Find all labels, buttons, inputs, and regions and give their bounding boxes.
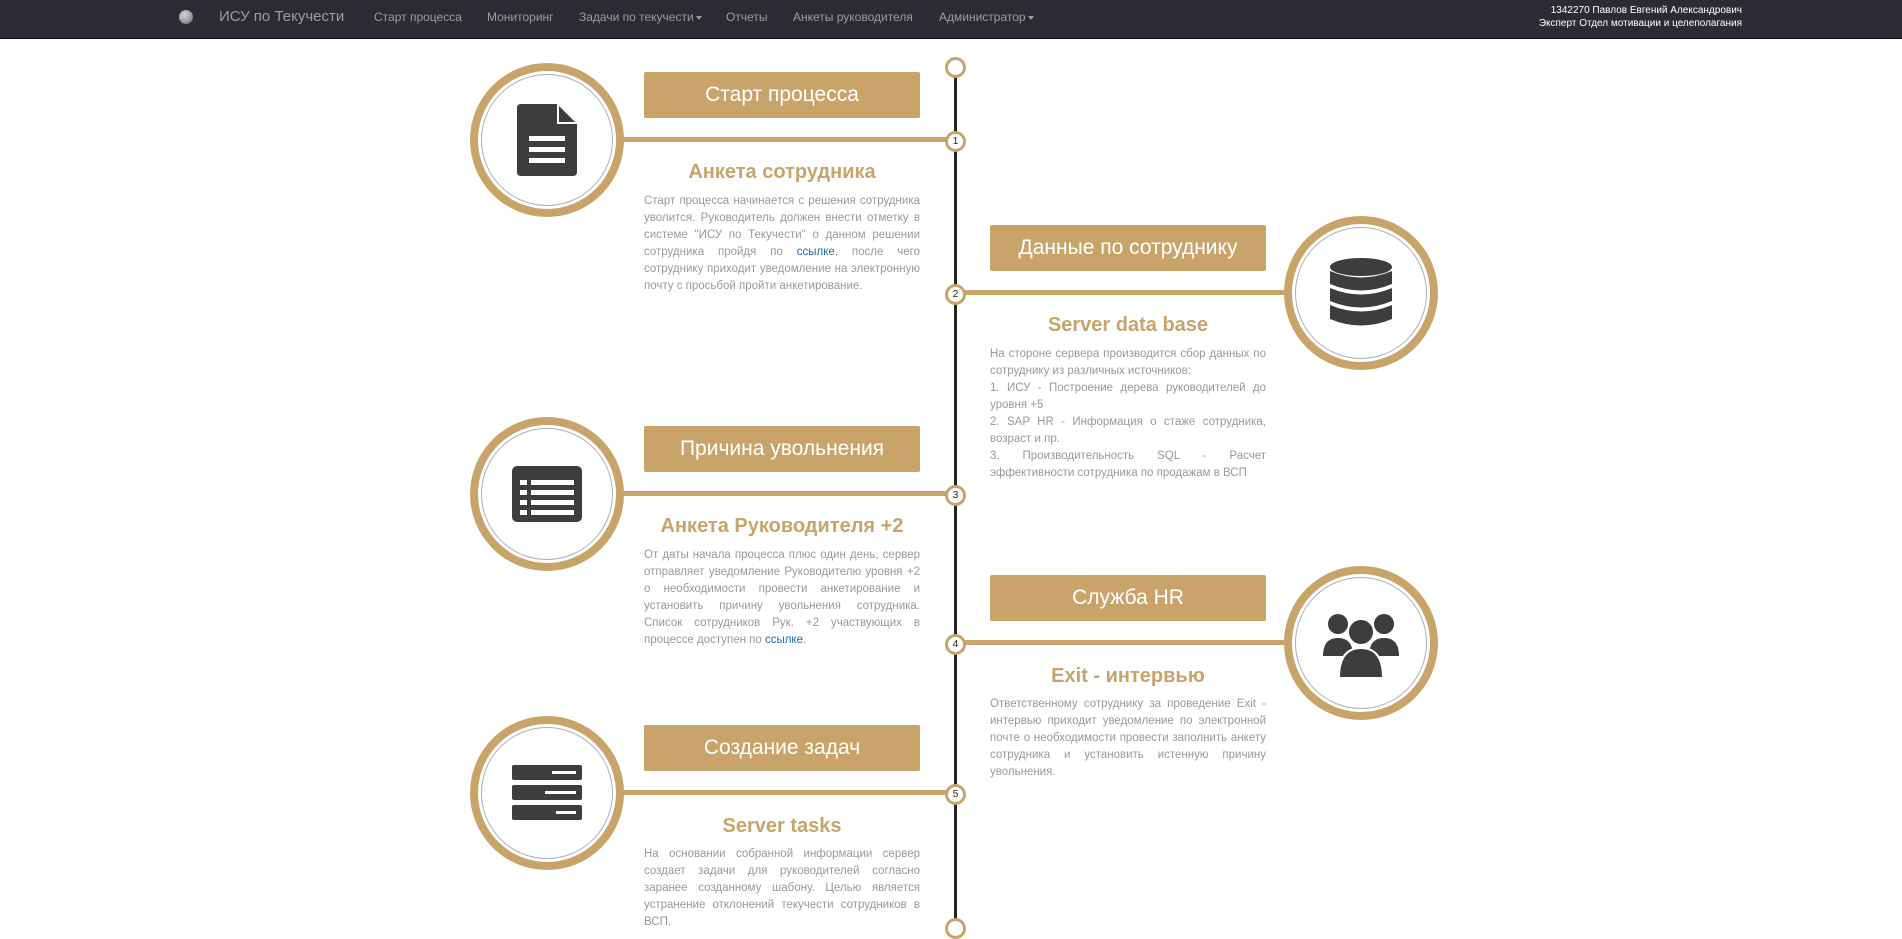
step-3-description: От даты начала процесса плюс один день, … (644, 547, 920, 649)
timeline-end-node (945, 918, 966, 939)
desc-line: 3. Производительность SQL - Расчет эффек… (990, 450, 1266, 479)
step-2-description: На стороне сервера производится сбор дан… (990, 346, 1266, 482)
step-3-node: 3 (945, 485, 966, 506)
nav-turnover-tasks[interactable]: Задачи по текучести (579, 0, 702, 34)
document-icon (517, 104, 577, 176)
step-4-connector (955, 640, 1285, 645)
step-3-connector (618, 491, 950, 496)
step-1-title: Анкета сотрудника (688, 161, 876, 183)
step-4-header[interactable]: Служба HR (990, 575, 1266, 621)
database-icon (1330, 258, 1392, 326)
nav-label: Анкеты руководителя (793, 10, 913, 24)
logo-icon[interactable] (179, 10, 193, 24)
step-5-icon-circle (470, 716, 624, 870)
step-2-icon-circle (1284, 216, 1438, 370)
desc-line: 1. ИСУ - Построение дерева руководителей… (990, 382, 1266, 411)
step-5-title: Server tasks (722, 815, 842, 837)
user-info[interactable]: 1342270 Павлов Евгений Александрович Экс… (1539, 4, 1742, 30)
step-1-description: Старт процесса начинается с решения сотр… (644, 193, 920, 295)
nav-label: Отчеты (726, 10, 768, 24)
step-4-description: Ответственному сотруднику за проведение … (990, 698, 1266, 778)
step-5-header[interactable]: Создание задач (644, 725, 920, 771)
step-4-node: 4 (945, 634, 966, 655)
step-4-title: Exit - интервью (1051, 665, 1205, 687)
step-4-icon-circle (1284, 566, 1438, 720)
step-1-icon-circle (470, 63, 624, 217)
desc-text: Старт процесса начинается с решения сотр… (644, 195, 920, 258)
nav-label: Задачи по текучести (579, 10, 694, 24)
survey-link[interactable]: ссылке (796, 246, 835, 258)
step-3-header[interactable]: Причина увольнения (644, 426, 920, 472)
step-2-node: 2 (945, 284, 966, 305)
step-1-header[interactable]: Старт процесса (644, 72, 920, 118)
timeline-start-node (945, 57, 966, 78)
nav-label: Администратор (939, 10, 1026, 24)
user-position: Эксперт Отдел мотивации и целеполагания (1538, 18, 1742, 29)
step-2-title: Server data base (1047, 314, 1209, 336)
nav-label: Мониторинг (487, 10, 554, 24)
step-1-connector (618, 137, 950, 142)
user-name: 1342270 Павлов Евгений Александрович (1550, 5, 1742, 16)
top-navbar: ИСУ по Текучести Старт процесса Монитори… (0, 0, 1902, 39)
nav-administrator[interactable]: Администратор (939, 0, 1034, 34)
users-icon (1323, 614, 1399, 678)
step-5-description: На основании собранной информации сервер… (644, 848, 920, 928)
step-1-node: 1 (945, 131, 966, 152)
nav-start-process[interactable]: Старт процесса (374, 0, 462, 34)
step-2-header[interactable]: Данные по сотруднику (990, 225, 1266, 271)
step-5-node: 5 (945, 784, 966, 805)
desc-line: 2. SAP HR - Информация о стаже сотрудник… (990, 416, 1266, 445)
caret-down-icon (1027, 15, 1034, 20)
step-3-title: Анкета Руководителя +2 (660, 515, 904, 537)
nav-reports[interactable]: Отчеты (726, 0, 767, 34)
server-icon (512, 765, 582, 820)
nav-manager-surveys[interactable]: Анкеты руководителя (793, 0, 913, 34)
participants-link[interactable]: ссылке (764, 634, 803, 646)
step-2-connector (955, 290, 1285, 295)
desc-text: От даты начала процесса плюс один день, … (644, 549, 920, 646)
step-5-connector (618, 790, 950, 795)
nav-label: Старт процесса (374, 10, 462, 24)
nav-monitoring[interactable]: Мониторинг (487, 0, 554, 34)
step-3-icon-circle (470, 417, 624, 571)
list-icon (512, 466, 582, 522)
brand-title[interactable]: ИСУ по Текучести (219, 8, 345, 25)
desc-line: На стороне сервера производится сбор дан… (990, 348, 1266, 377)
desc-text: , после чего сотруднику приходит уведомл… (644, 246, 920, 292)
caret-down-icon (695, 15, 702, 20)
desc-text: . (803, 634, 807, 646)
